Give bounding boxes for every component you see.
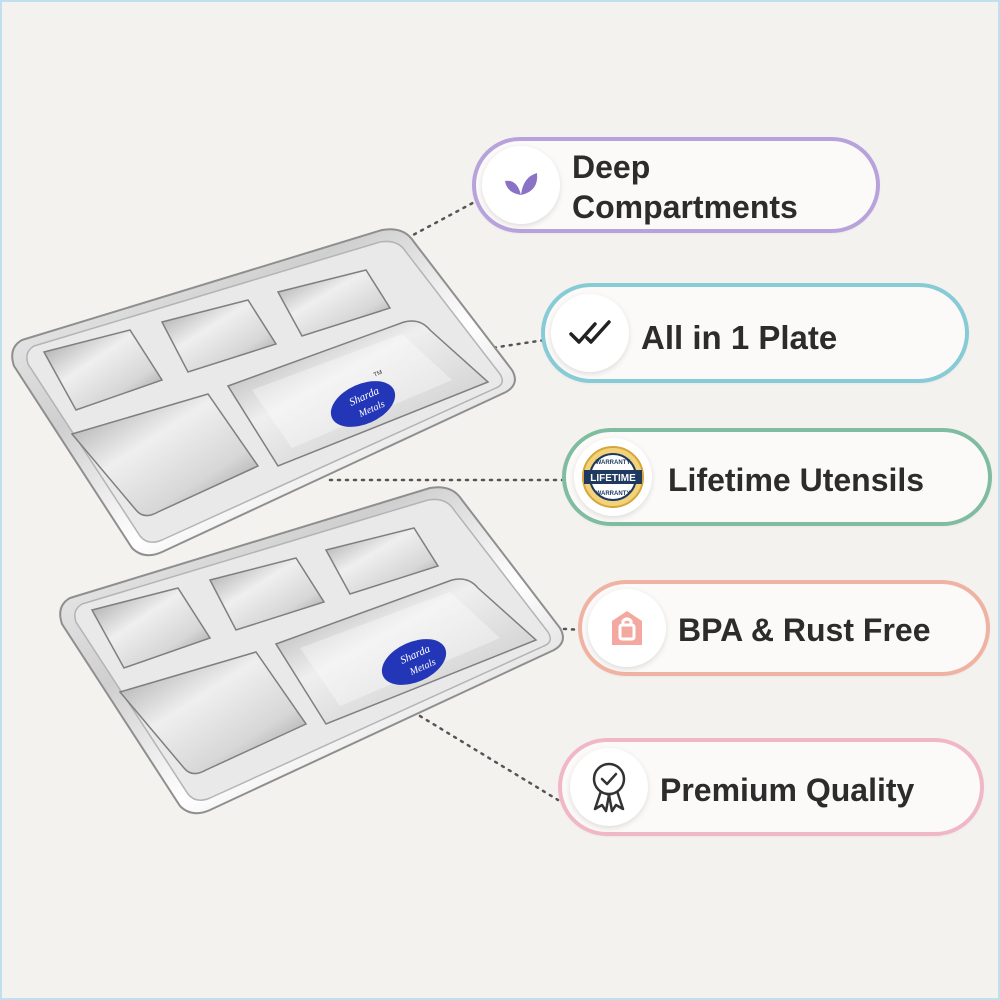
feature-label: BPA & Rust Free: [678, 612, 931, 648]
connector-premium-quality: [418, 714, 560, 802]
badge-middle: LIFETIME: [590, 473, 636, 484]
badge-top: WARRANTY: [596, 460, 631, 466]
feature-label-line1: Deep: [572, 149, 651, 185]
brand-logo-top: Sharda Metals TM: [330, 370, 396, 427]
connector-all-in-1-plate: [476, 338, 547, 352]
connector-deep-compartments: [398, 196, 484, 244]
feature-label: All in 1 Plate: [641, 319, 838, 356]
award-ribbon-icon: [570, 748, 648, 826]
bag-icon: [588, 589, 666, 667]
connector-bpa-rust-free: [546, 626, 584, 632]
lifetime-warranty-badge-icon: LIFETIME WARRANTY WARRANTY: [574, 438, 652, 516]
leaf-icon: [482, 146, 560, 224]
double-check-icon: [551, 294, 629, 372]
brand-tm: TM: [373, 370, 383, 379]
feature-label: Premium Quality: [660, 772, 915, 808]
badge-bottom: WARRANTY: [596, 491, 631, 497]
feature-label: Lifetime Utensils: [668, 462, 925, 498]
feature-lifetime-utensils: LIFETIME WARRANTY WARRANTY Lifetime Uten…: [562, 428, 992, 526]
brand-logo-bottom: Sharda Metals: [381, 639, 447, 685]
feature-deep-compartments: Deep Compartments: [472, 137, 880, 233]
feature-premium-quality: Premium Quality: [558, 738, 984, 836]
feature-bpa-rust-free: BPA & Rust Free: [578, 580, 990, 676]
feature-label-line2: Compartments: [572, 189, 798, 225]
feature-all-in-1-plate: All in 1 Plate: [541, 283, 969, 383]
